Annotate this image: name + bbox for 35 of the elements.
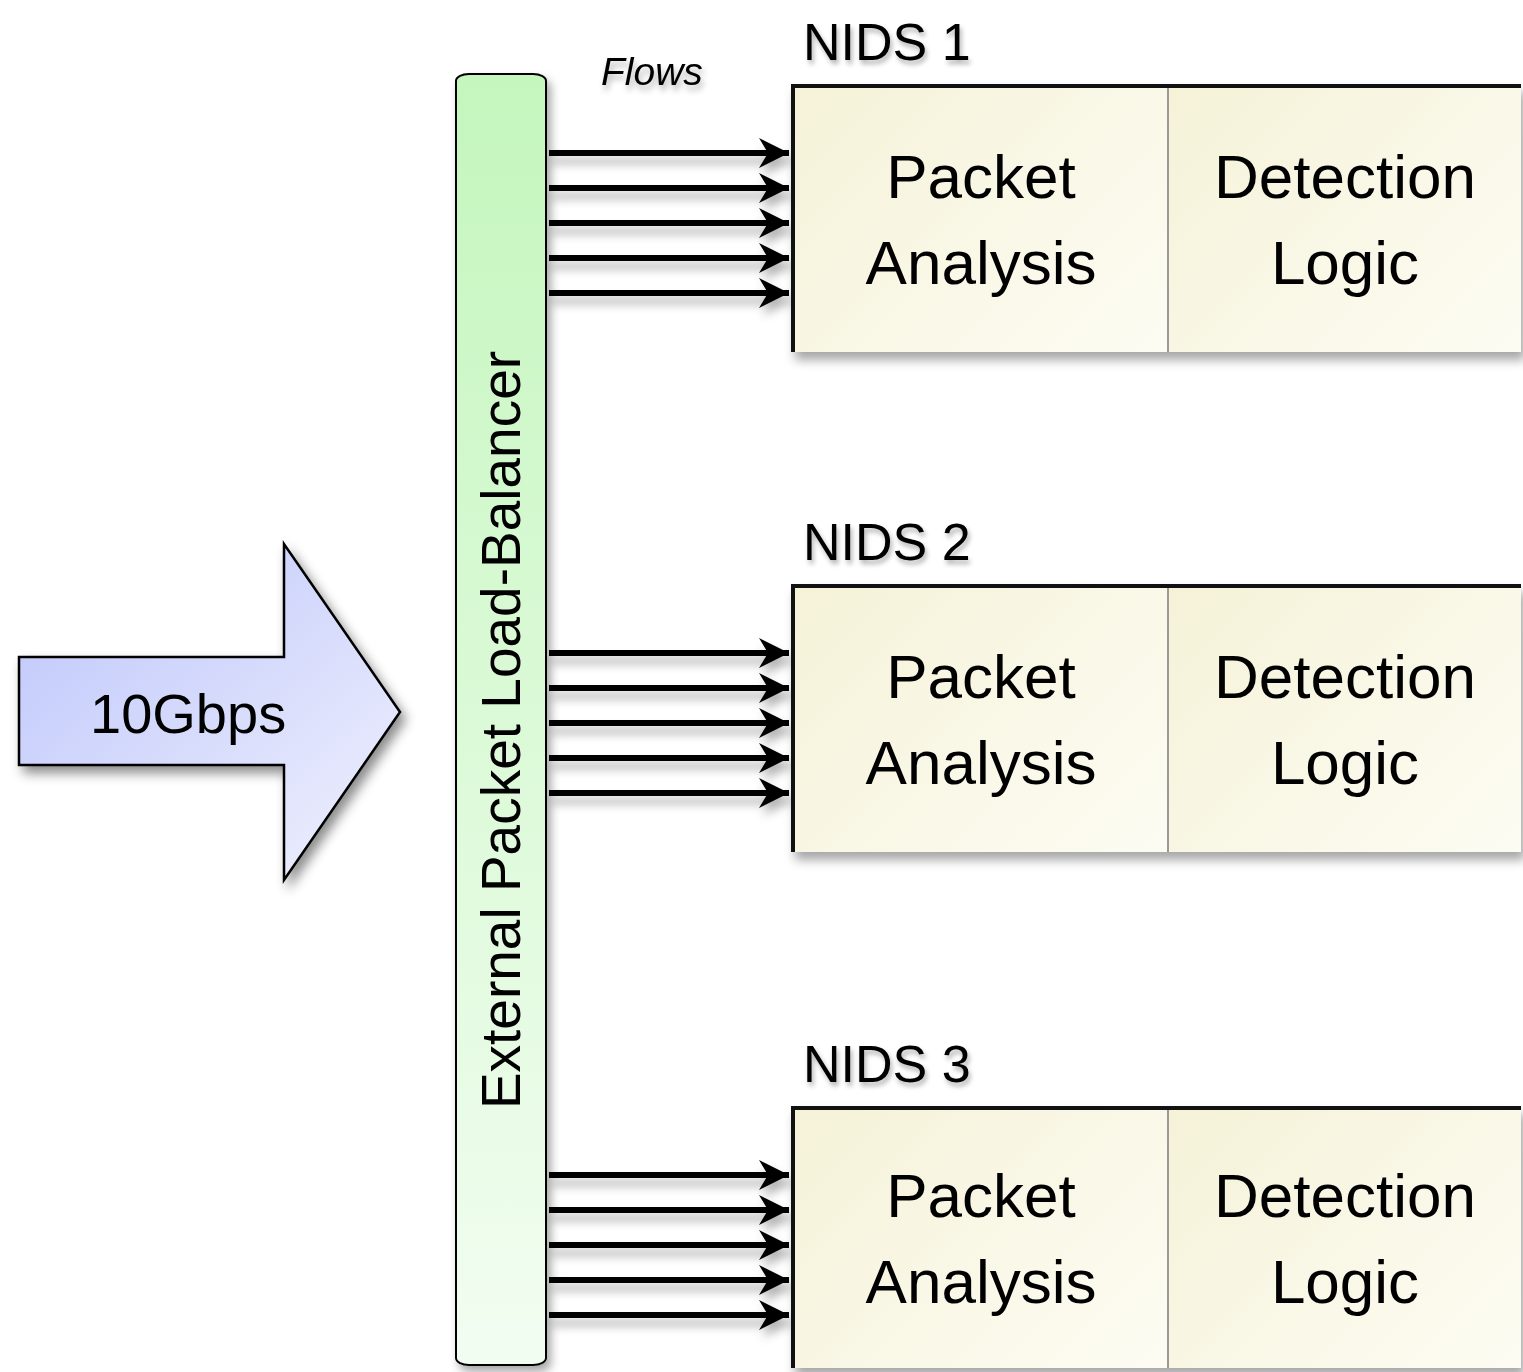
module-label: Detection Logic [1213,641,1477,799]
flow-arrow [549,243,789,273]
flow-arrow [549,1230,789,1260]
flow-arrow [549,1265,789,1295]
module-cell [795,588,1167,852]
nids-heading: NIDS 1 [803,12,971,72]
flow-arrow [549,1195,789,1225]
flow-arrow [549,278,789,308]
module-label: Detection Logic [1213,141,1477,299]
module-cell [1167,88,1521,352]
flow-arrow [549,1160,789,1190]
flows-label: Flows [601,50,703,94]
flow-arrow [549,708,789,738]
module-cell [1167,1110,1521,1368]
module-cell [1167,588,1521,852]
bandwidth-label: 10Gbps [90,681,287,746]
flow-arrow [549,173,789,203]
load-balancer-bar [455,73,547,1366]
flow-arrow [549,638,789,668]
load-balancer-label: External Packet Load-Balancer [469,350,533,1110]
module-label: Detection Logic [1213,1160,1477,1318]
flow-arrow [549,778,789,808]
flow-arrow [549,743,789,773]
flow-arrow [549,1300,789,1330]
block-arrow [18,543,402,881]
module-cell [795,1110,1167,1368]
flow-arrow [549,208,789,238]
flow-arrow [549,138,789,168]
module-label: Packet Analysis [864,141,1098,299]
nids-heading: NIDS 3 [803,1034,971,1094]
nids-heading: NIDS 2 [803,512,971,572]
module-cell [795,88,1167,352]
module-label: Packet Analysis [864,1160,1098,1318]
module-label: Packet Analysis [864,641,1098,799]
flow-arrow [549,673,789,703]
